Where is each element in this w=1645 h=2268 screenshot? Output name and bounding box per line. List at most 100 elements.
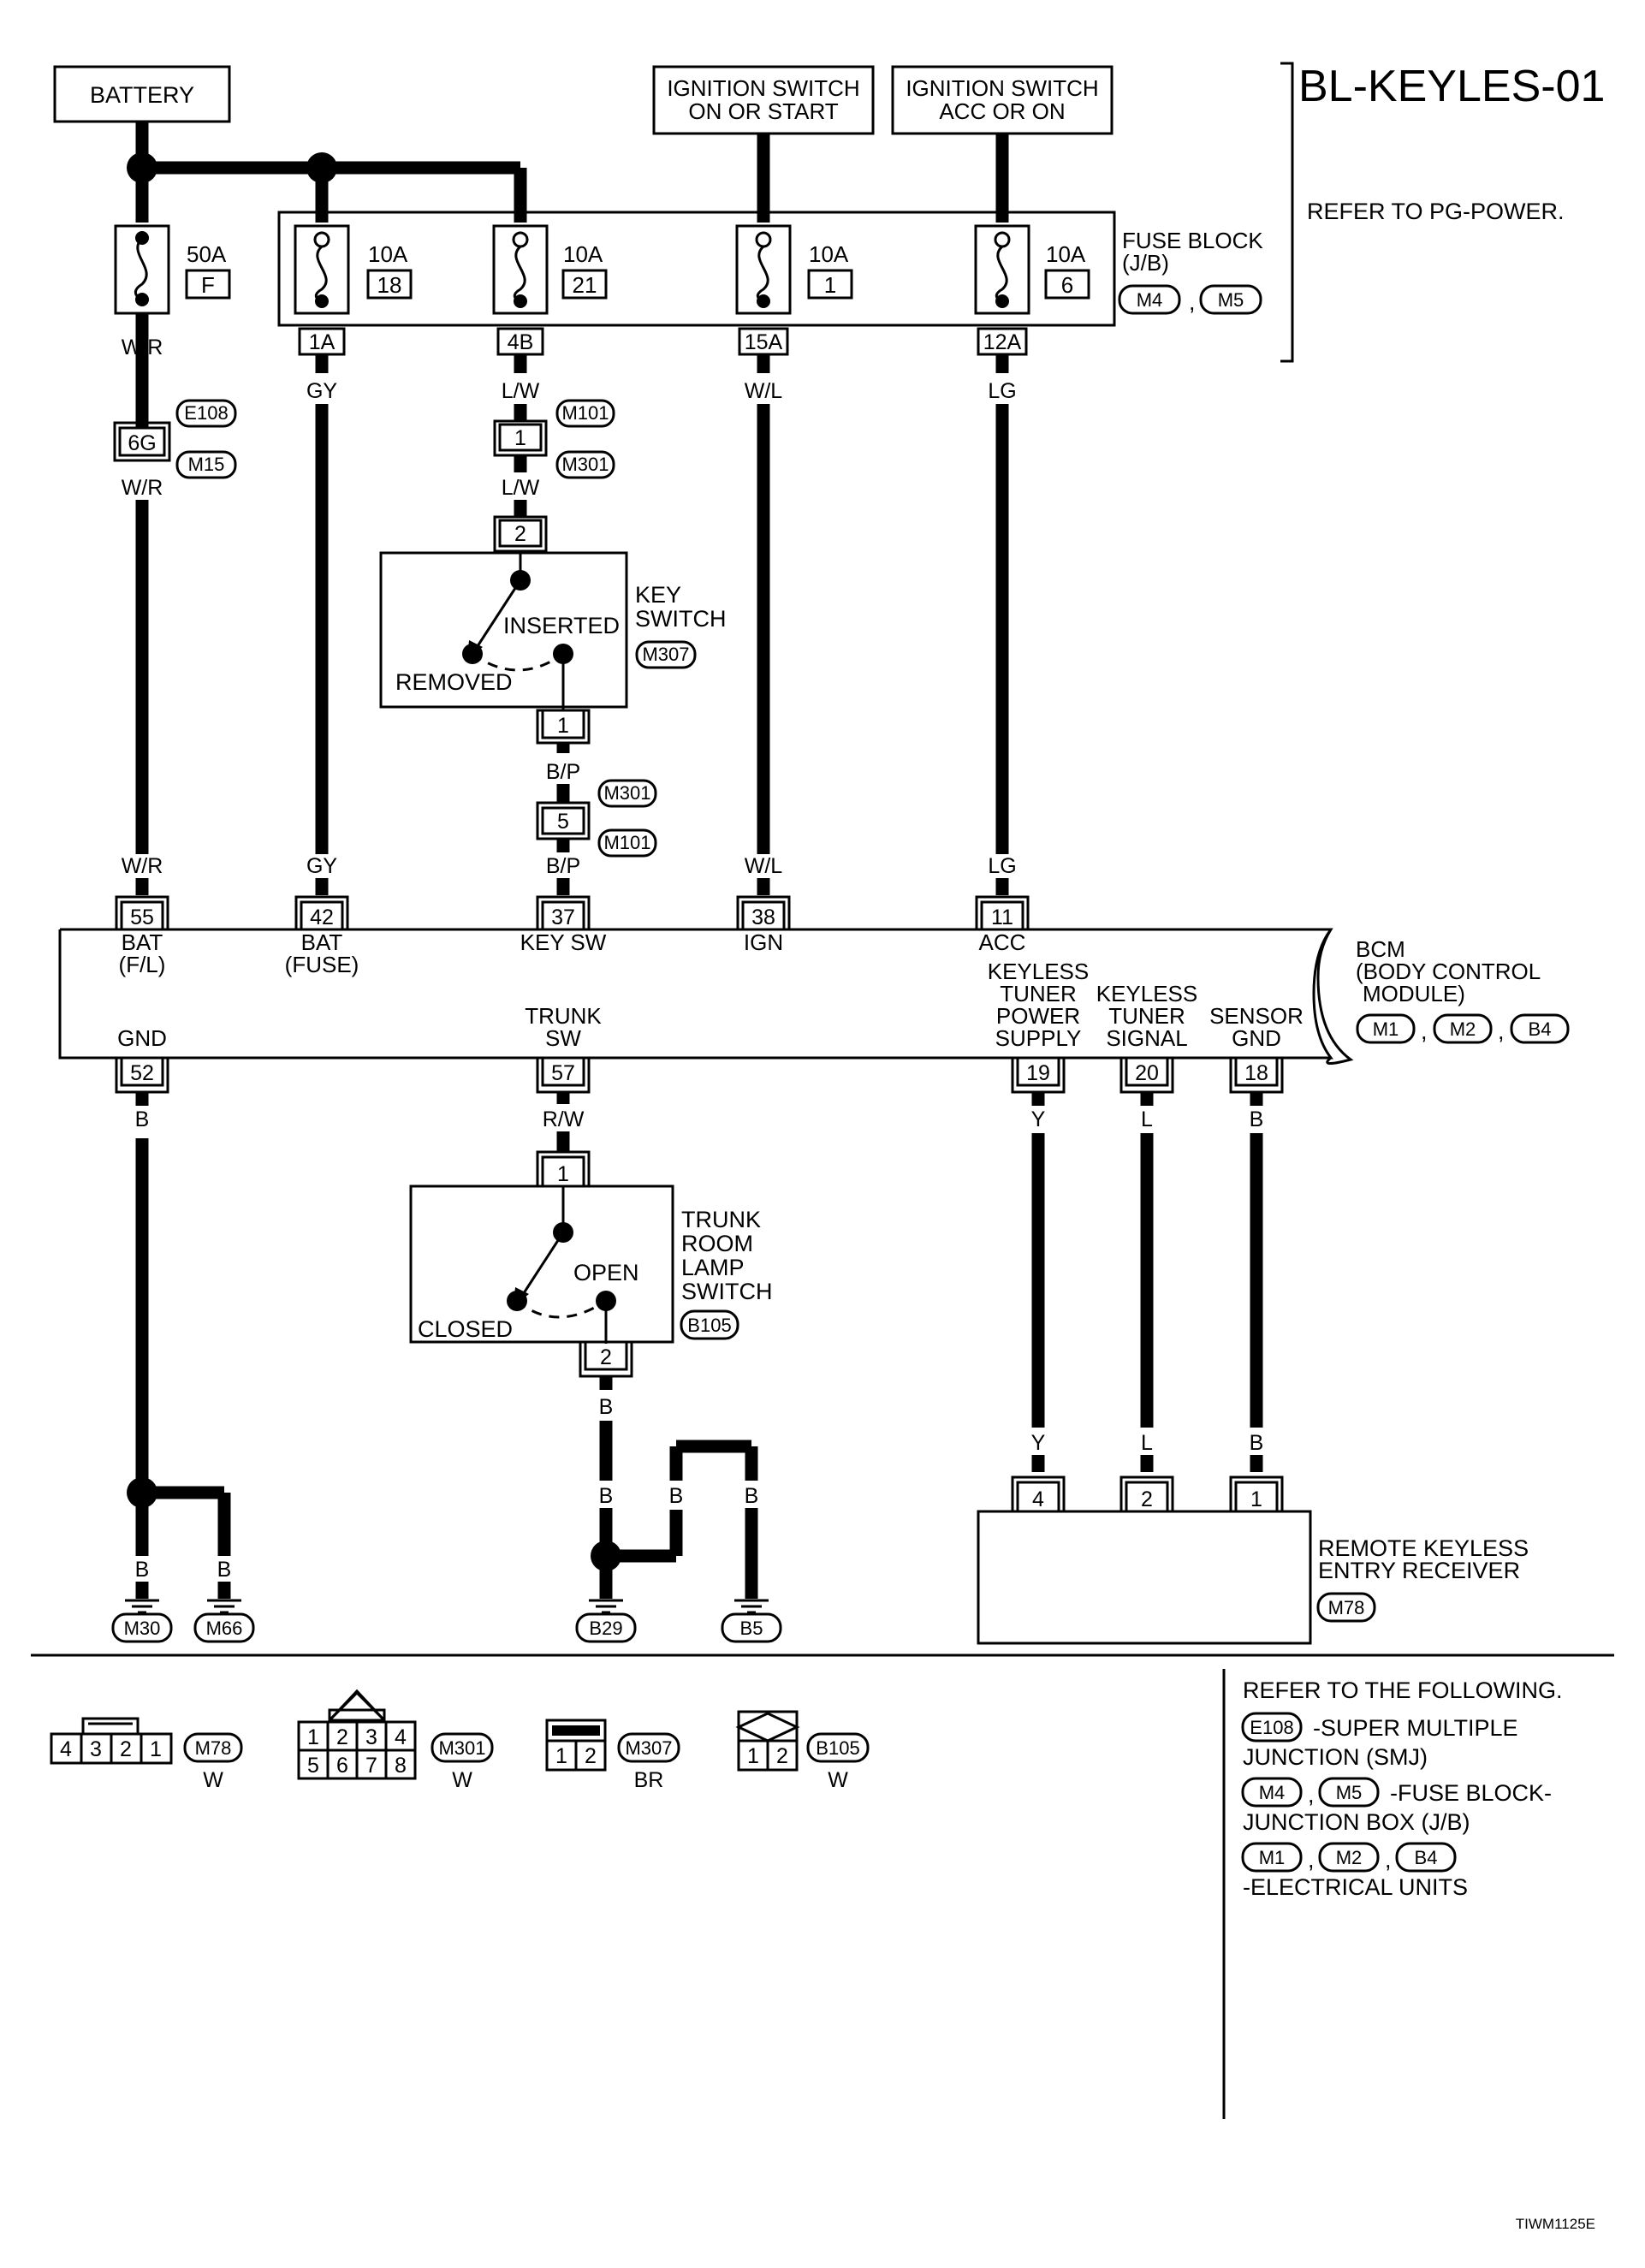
bcm-label-bat-fuse-1: BAT [301,929,343,955]
fuse-10a-21: 10A 21 4B [492,224,608,356]
svg-text:OPEN: OPEN [573,1260,639,1285]
svg-text:38: 38 [751,905,775,929]
refer-smj-text-1: -SUPER MULTIPLE [1313,1715,1518,1741]
ign-on-start-label-2: ON OR START [688,98,838,124]
receiver-label-2: ENTRY RECEIVER [1318,1558,1520,1583]
svg-text:W: W [203,1768,223,1792]
svg-text:7: 7 [365,1754,377,1778]
refer-connector-m1: M1 [1241,1842,1303,1873]
svg-text:4B: 4B [508,330,534,354]
ground-b5: B5 [721,1612,782,1643]
bcm-label-ign: IGN [744,929,783,955]
svg-text:57: 57 [551,1061,575,1085]
svg-text:21: 21 [573,272,597,298]
wire-color-gy-1: GY [306,379,337,403]
fuse-10a-1: 10A 1 15A [735,224,853,356]
svg-text:1: 1 [1250,1487,1262,1511]
bcm-label-ts-1: KEYLESS [1096,981,1198,1006]
connector-m301-upper: M301 [555,450,615,479]
svg-text:1: 1 [747,1744,759,1768]
trunk-switch-label-2: ROOM [681,1231,753,1256]
svg-text:15A: 15A [745,330,783,354]
key-switch-label-2: SWITCH [635,606,726,632]
svg-text:M4: M4 [1259,1782,1286,1803]
bcm-label-trunk-sw-2: SW [545,1025,581,1051]
svg-text:,: , [1385,1847,1392,1873]
wire-color-b-trunk-3: B [669,1484,684,1508]
connector-m2: M2 [1433,1013,1493,1044]
svg-text:2: 2 [776,1744,788,1768]
fuse-10a-18: 10A 18 1A [294,224,413,356]
ground-symbol-b5 [734,1599,769,1614]
svg-text:M307: M307 [642,644,689,665]
svg-text:6G: 6G [128,431,156,455]
ign-on-start-label-1: IGNITION SWITCH [667,75,859,101]
svg-text:11: 11 [991,905,1013,929]
wire-color-wl-1: W/L [745,379,783,403]
svg-text:2: 2 [514,522,526,546]
bcm-label-key-sw: KEY SW [520,929,607,955]
svg-text:M2: M2 [1336,1847,1363,1868]
bcm-title-2: (BODY CONTROL [1356,959,1541,984]
wire-color-y-1: Y [1031,1107,1046,1131]
svg-text:12A: 12A [983,330,1022,354]
ground-m30: M30 [111,1612,173,1643]
receiver-pin-1: 1 [1229,1475,1284,1513]
svg-text:,: , [1308,1782,1315,1808]
svg-text:BR: BR [634,1768,664,1792]
svg-text:M5: M5 [1218,289,1244,311]
bcm-label-sgnd-2: GND [1232,1025,1281,1051]
svg-text:4: 4 [1032,1487,1044,1511]
svg-text:M4: M4 [1137,289,1163,311]
wire-color-gy-2: GY [306,854,337,878]
svg-text:55: 55 [130,905,154,929]
fuse-block-label-1: FUSE BLOCK [1122,228,1263,253]
wire-color-rw: R/W [543,1107,585,1131]
connector-m101-upper: M101 [555,399,615,428]
svg-text:8: 8 [395,1754,407,1778]
ground-symbol-m30 [125,1599,159,1614]
bcm-pin-37: 37 [536,895,591,931]
wire-color-wl-2: W/L [745,854,783,878]
svg-text:M2: M2 [1450,1018,1476,1040]
harness-connector-pin-5: 5 [536,801,591,840]
svg-text:5: 5 [557,810,569,834]
bcm-label-tps-2: TUNER [1000,981,1077,1006]
svg-text:W: W [452,1768,472,1792]
svg-text:1: 1 [557,714,569,738]
svg-text:1: 1 [555,1744,567,1768]
connector-b4: B4 [1510,1013,1570,1044]
connector-view-m78: 4 3 2 1 M78 W [50,1717,243,1792]
refer-fuse-text-2: JUNCTION BOX (J/B) [1243,1809,1470,1835]
diagram-title: BL-KEYLES-01 [1298,62,1605,111]
wire-color-b-m30: B [135,1558,150,1582]
harness-connector-pin-2: 2 [493,515,548,553]
svg-text:1: 1 [150,1737,162,1761]
receiver-pin-4: 4 [1011,1475,1066,1513]
svg-text:6: 6 [1061,272,1073,298]
refer-connector-e108: E108 [1241,1712,1303,1743]
svg-text:3: 3 [365,1725,377,1749]
wire-color-lw-1: L/W [502,379,540,403]
bcm-label-ts-3: SIGNAL [1106,1025,1187,1051]
svg-text:E108: E108 [1250,1717,1293,1738]
connector-m15: M15 [175,450,237,479]
connector-m101-lower: M101 [597,828,657,858]
refer-connector-m4: M4 [1241,1777,1303,1808]
svg-text:,: , [1189,289,1196,315]
svg-text:4: 4 [60,1737,72,1761]
svg-text:10A: 10A [1046,241,1086,267]
svg-text:19: 19 [1026,1061,1050,1085]
svg-text:,: , [1308,1847,1315,1873]
ground-b29: B29 [575,1612,637,1643]
svg-text:M301: M301 [603,782,650,804]
svg-text:50A: 50A [187,241,227,267]
svg-text:1: 1 [824,272,836,298]
bcm-title-3: MODULE) [1363,981,1465,1006]
svg-text:1: 1 [514,426,526,450]
svg-text:,: , [1421,1018,1428,1044]
refer-units-text: -ELECTRICAL UNITS [1243,1874,1468,1900]
trunk-switch-label-1: TRUNK [681,1207,761,1232]
refer-connector-b4: B4 [1395,1842,1457,1873]
svg-text:1: 1 [557,1162,569,1186]
